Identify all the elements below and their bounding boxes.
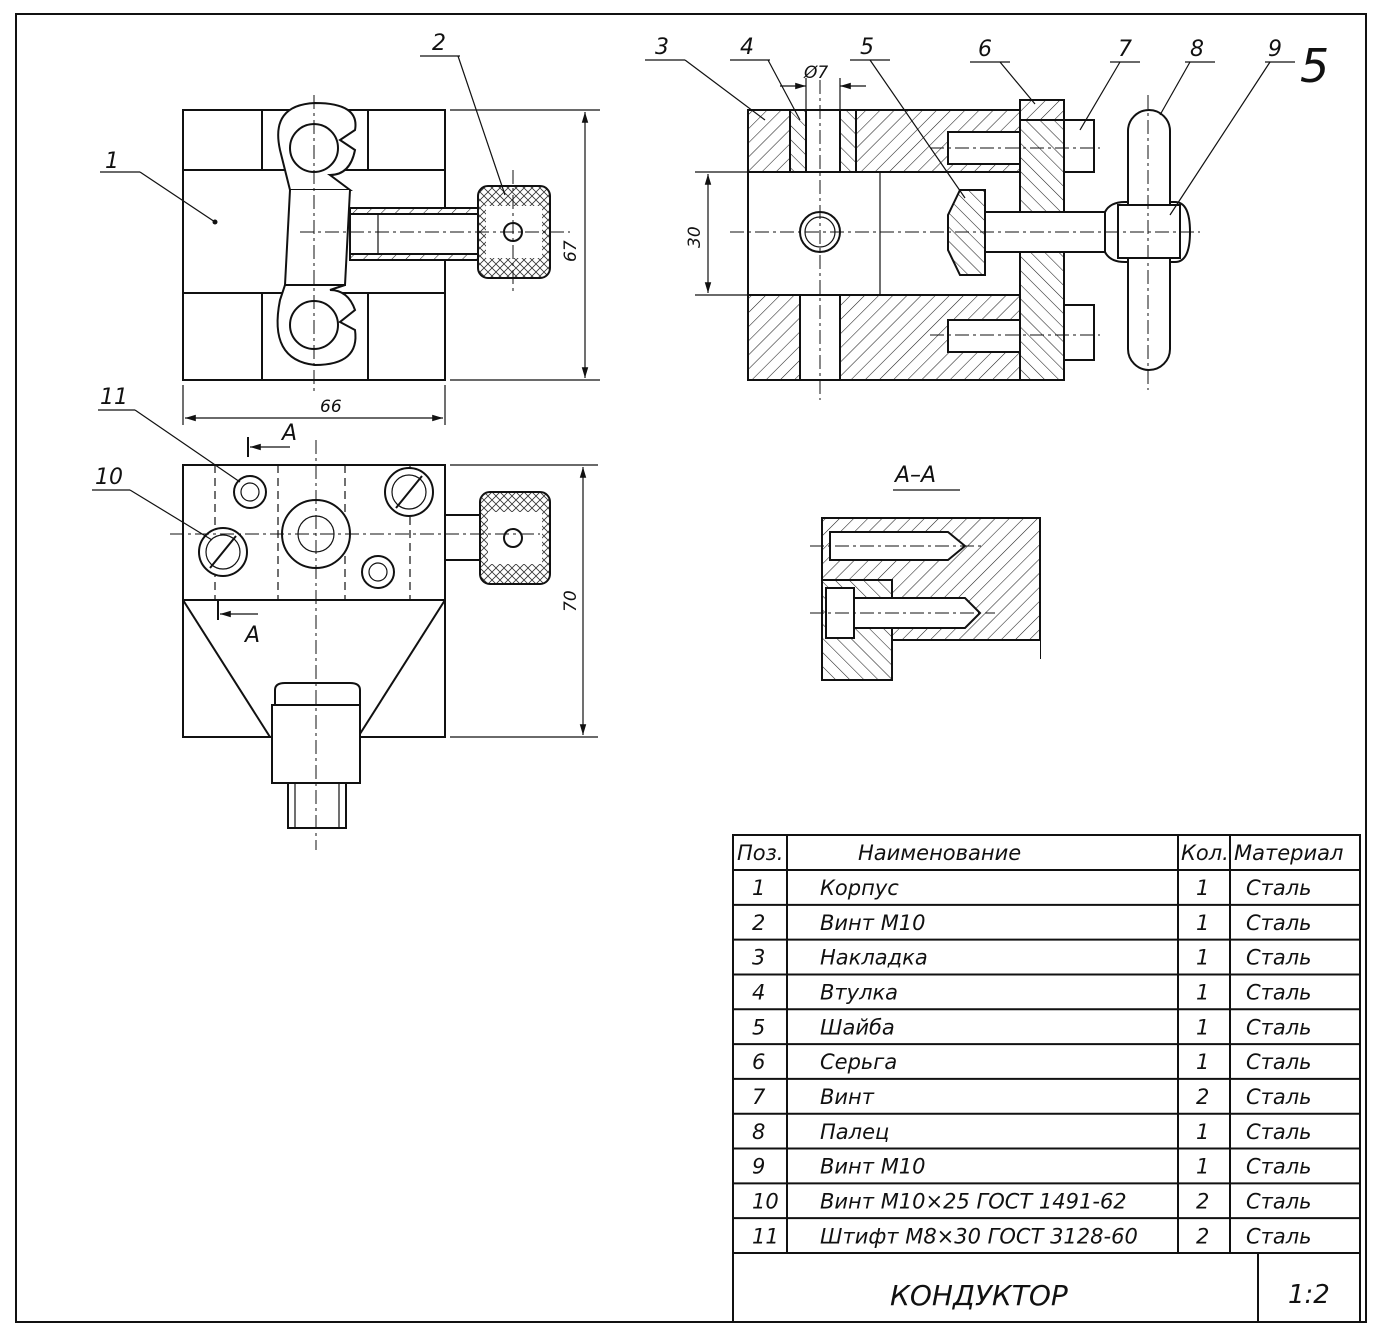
- svg-text:5: 5: [860, 35, 874, 60]
- svg-text:7: 7: [1118, 37, 1132, 62]
- leader-7: 7: [1079, 37, 1140, 131]
- leader-5: 5: [850, 35, 966, 199]
- svg-text:11: 11: [100, 385, 128, 410]
- parts-row-7-name: Винт: [820, 1085, 875, 1109]
- svg-text:3: 3: [655, 35, 669, 60]
- svg-text:10: 10: [95, 465, 123, 490]
- parts-row-10-name: Винт М10×25 ГОСТ 1491-62: [820, 1189, 1127, 1213]
- parts-row-5-material: Сталь: [1246, 1015, 1312, 1039]
- parts-row-7-qty: 2: [1196, 1085, 1209, 1109]
- parts-row-5-qty: 1: [1196, 1015, 1209, 1039]
- front-section: [730, 80, 1200, 400]
- parts-row-10-material: Сталь: [1246, 1189, 1312, 1213]
- section-marker-bottom: A: [217, 600, 260, 648]
- parts-row-6-pos: 6: [752, 1050, 765, 1074]
- parts-row-9-qty: 1: [1196, 1155, 1209, 1179]
- svg-text:6: 6: [978, 37, 992, 62]
- parts-row-8-name: Палец: [820, 1120, 889, 1144]
- svg-text:2: 2: [432, 31, 446, 56]
- parts-row-4-name: Втулка: [820, 981, 898, 1005]
- parts-row-11-pos: 11: [752, 1224, 779, 1248]
- parts-row-3-material: Сталь: [1246, 946, 1312, 970]
- sheet-number: 5: [1300, 39, 1329, 93]
- svg-text:1: 1: [105, 149, 119, 174]
- parts-row-6-qty: 1: [1196, 1050, 1209, 1074]
- parts-row-7-material: Сталь: [1246, 1085, 1312, 1109]
- parts-row-4-pos: 4: [752, 981, 765, 1005]
- parts-row-7-pos: 7: [752, 1085, 766, 1109]
- dim-66-label: 66: [320, 397, 342, 417]
- leader-6: 6: [970, 37, 1036, 105]
- parts-row-2-material: Сталь: [1246, 911, 1312, 935]
- parts-row-1-material: Сталь: [1246, 876, 1312, 900]
- parts-row-11-qty: 2: [1196, 1224, 1209, 1248]
- header-name: Наименование: [858, 841, 1021, 865]
- parts-row-8-material: Сталь: [1246, 1120, 1312, 1144]
- leader-2: 2: [420, 31, 506, 196]
- title-block: КОНДУКТОР 1:2: [732, 1252, 1361, 1323]
- parts-row-9-material: Сталь: [1246, 1155, 1312, 1179]
- svg-text:A: A: [280, 421, 297, 446]
- parts-row-6-material: Сталь: [1246, 1050, 1312, 1074]
- parts-row-8-pos: 8: [752, 1120, 765, 1144]
- leader-9: 9: [1169, 37, 1295, 216]
- parts-row-4-material: Сталь: [1246, 981, 1312, 1005]
- dim-d7-label: Ø7: [803, 63, 828, 83]
- parts-row-5-pos: 5: [752, 1015, 765, 1039]
- section-aa: А–А: [810, 463, 1041, 681]
- dim-67: 67: [450, 109, 600, 381]
- parts-row-9-pos: 9: [752, 1155, 765, 1179]
- section-title: А–А: [893, 463, 936, 488]
- parts-row-10-pos: 10: [752, 1189, 779, 1213]
- sheet-frame: [15, 13, 1367, 1323]
- parts-row-2-qty: 1: [1196, 911, 1209, 935]
- parts-row-3-pos: 3: [752, 946, 765, 970]
- parts-row-6-name: Серьга: [820, 1050, 897, 1074]
- svg-text:9: 9: [1268, 37, 1282, 62]
- parts-row-4-qty: 1: [1196, 981, 1209, 1005]
- parts-row-1-qty: 1: [1196, 876, 1209, 900]
- header-material: Материал: [1234, 841, 1343, 865]
- svg-text:4: 4: [740, 35, 754, 60]
- parts-row-10-qty: 2: [1196, 1189, 1209, 1213]
- parts-row-2-pos: 2: [752, 911, 765, 935]
- svg-text:8: 8: [1190, 37, 1204, 62]
- dim-66: 66: [182, 385, 446, 425]
- parts-row-11-name: Штифт М8×30 ГОСТ 3128-60: [820, 1224, 1138, 1248]
- parts-row-1-name: Корпус: [820, 876, 899, 900]
- leader-8: 8: [1159, 37, 1215, 116]
- parts-row-1-pos: 1: [752, 876, 765, 900]
- leader-3: 3: [645, 35, 766, 121]
- leader-11: 11: [98, 385, 241, 483]
- leader-1: 1: [100, 149, 218, 225]
- parts-row-3-name: Накладка: [820, 946, 928, 970]
- svg-text:A: A: [243, 623, 260, 648]
- parts-row-5-name: Шайба: [820, 1015, 895, 1039]
- parts-list: Поз. Наименование Кол. Материал 1 Корпус 1…: [732, 834, 1361, 1254]
- leader-10: 10: [92, 465, 213, 541]
- parts-row-9-name: Винт М10: [820, 1155, 926, 1179]
- plan-view: [170, 440, 551, 850]
- top-view: [182, 95, 570, 395]
- parts-row-2-name: Винт М10: [820, 911, 926, 935]
- parts-row-11-material: Сталь: [1246, 1224, 1312, 1248]
- drawing-title: КОНДУКТОР: [890, 1279, 1068, 1312]
- dim-d7: Ø7: [780, 63, 866, 110]
- dim-30: 30: [685, 171, 748, 296]
- drawing-scale: 1:2: [1288, 1280, 1330, 1310]
- parts-row-3-qty: 1: [1196, 946, 1209, 970]
- header-pos: Поз.: [737, 841, 783, 865]
- leader-4: 4: [730, 35, 801, 121]
- dim-67-label: 67: [561, 240, 581, 262]
- section-marker-top: A: [247, 421, 297, 457]
- parts-row-8-qty: 1: [1196, 1120, 1209, 1144]
- dim-70: 70: [450, 464, 598, 738]
- header-qty: Кол.: [1181, 841, 1229, 865]
- dim-30-label: 30: [685, 226, 705, 248]
- dim-70-label: 70: [561, 590, 581, 612]
